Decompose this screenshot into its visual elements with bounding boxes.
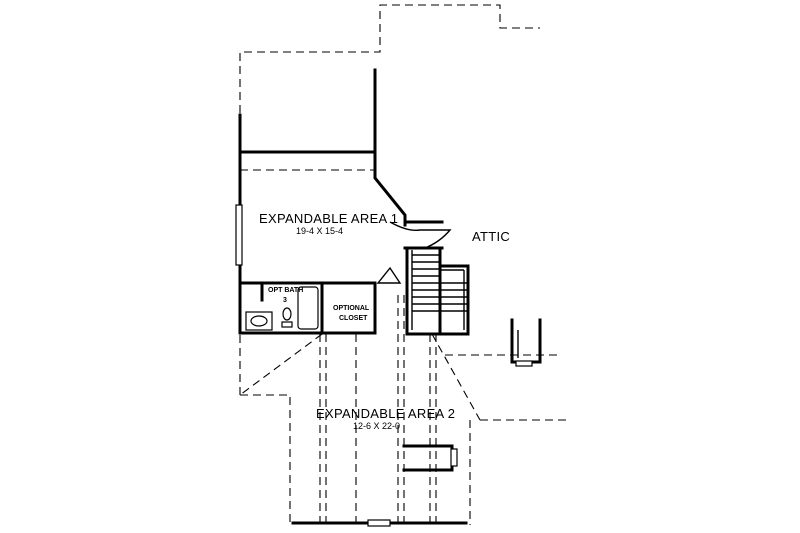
chimney-box bbox=[510, 318, 542, 364]
toilet-tank bbox=[281, 321, 293, 328]
sink bbox=[250, 315, 268, 327]
optional-closet-label-line2: CLOSET bbox=[339, 315, 368, 322]
expandable-area-2-label: EXPANDABLE AREA 2 bbox=[316, 406, 456, 421]
roof-diagonal-right bbox=[431, 333, 481, 421]
expandable-area-2-features bbox=[291, 444, 468, 527]
expandable-area-2-dims: 12-6 X 22-0 bbox=[353, 421, 401, 431]
stair-enclosure bbox=[405, 246, 470, 336]
stair-treads bbox=[411, 250, 468, 330]
upper-roof-outline bbox=[239, 4, 540, 152]
area-2-dormer bbox=[402, 444, 454, 472]
expandable-area-1-dims: 19-4 X 15-4 bbox=[296, 226, 344, 236]
dormer-window bbox=[450, 448, 458, 467]
window-left bbox=[235, 204, 243, 266]
bottom-window bbox=[367, 519, 391, 527]
bathtub bbox=[297, 286, 319, 330]
roof-diagonal-left bbox=[239, 333, 323, 396]
attic-features bbox=[510, 318, 542, 367]
toilet bbox=[282, 307, 292, 321]
lower-roof-outline bbox=[240, 394, 291, 525]
opt-bath-number: 3 bbox=[283, 297, 287, 304]
stair-and-door-area bbox=[376, 220, 470, 336]
opt-bath-label: OPT BATH bbox=[268, 287, 304, 294]
optional-closet-label-line1: OPTIONAL bbox=[333, 305, 370, 312]
closet-walls bbox=[320, 281, 377, 335]
expandable-area-1-walls bbox=[235, 68, 407, 335]
area-1-top-wall bbox=[238, 150, 407, 227]
hall-door-triangle bbox=[376, 266, 402, 284]
chimney-cap bbox=[515, 360, 533, 367]
attic-label: ATTIC bbox=[472, 229, 511, 244]
door-swing-attic bbox=[389, 221, 452, 249]
bath-fixtures bbox=[245, 286, 319, 331]
area-1-outer-wall bbox=[238, 113, 324, 335]
expandable-area-1-label: EXPANDABLE AREA 1 bbox=[259, 211, 399, 226]
